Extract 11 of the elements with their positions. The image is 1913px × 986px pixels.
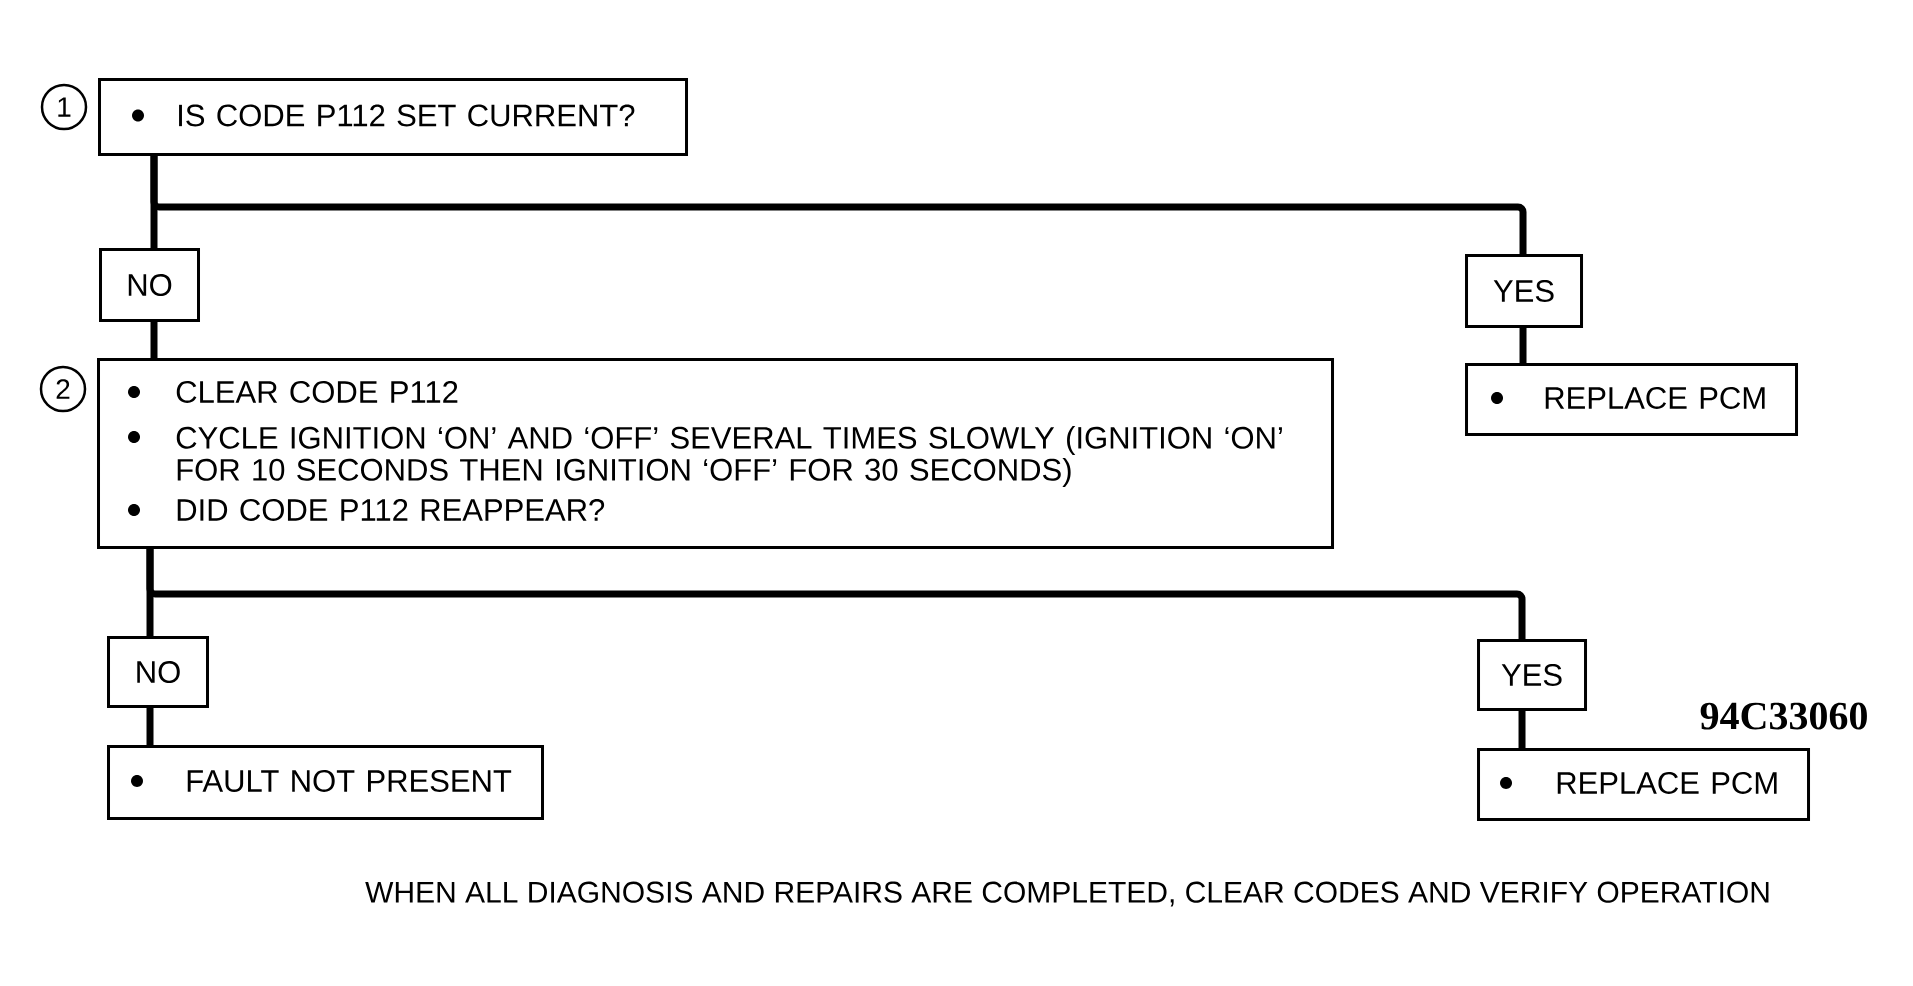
step-box: REPLACE PCM (1477, 748, 1810, 821)
branch-box: YES (1465, 254, 1583, 328)
step-box: FAULT NOT PRESENT (107, 745, 544, 820)
branch-box: NO (107, 636, 209, 708)
step-box: REPLACE PCM (1465, 363, 1798, 436)
footer-note: WHEN ALL DIAGNOSIS AND REPAIRS ARE COMPLETED, CLEAR CODES AND VERIFY OPERATION (365, 881, 1769, 907)
branch-box: YES (1477, 639, 1587, 711)
step-box: CLEAR CODE P112 CYCLE IGNITION ‘ON’ AND ‘OFF’ SEVERAL TIMES SLOWLY (IGNITION ‘ON’ FOR 10 SECONDS THEN IGNITION ‘OFF’ FOR 30 SECONDS) DID CODE P112 REAPPEAR? (97, 358, 1334, 549)
branch-box: NO (99, 248, 200, 322)
step-box: IS CODE P112 SET CURRENT? (98, 78, 688, 156)
figure-number: 94C33060 (1700, 702, 1867, 730)
